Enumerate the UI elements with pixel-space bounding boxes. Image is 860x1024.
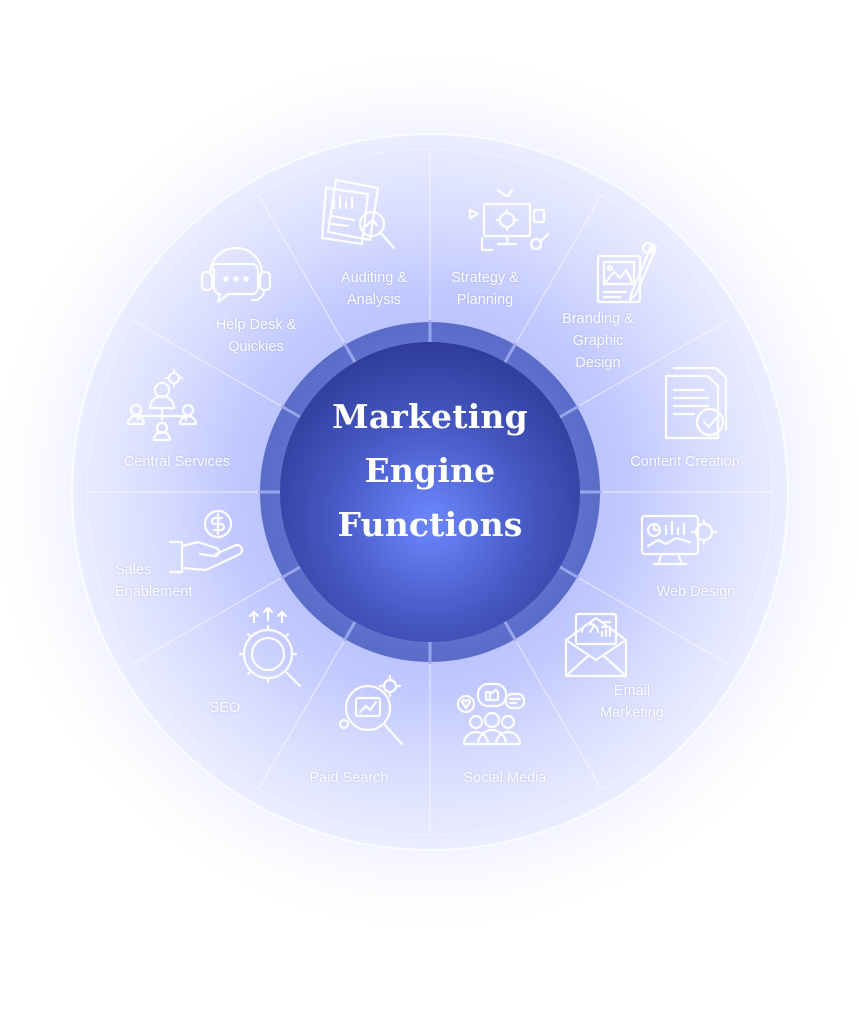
segment-divider	[575, 319, 728, 409]
report-analysis-icon	[320, 178, 396, 250]
segment-label-seo: SEO	[209, 700, 241, 716]
central-network-icon	[126, 368, 198, 442]
ring-gap	[502, 619, 518, 642]
ring-gap	[342, 619, 358, 642]
segment-label-central-services: Central Services	[123, 454, 231, 470]
ring-gap	[502, 342, 518, 365]
seo-gear-icon	[238, 606, 302, 688]
segment-dividers	[87, 149, 773, 835]
segment-label-paid-search: Paid Search	[309, 770, 389, 786]
social-media-icon	[456, 682, 526, 746]
segment-label-email-marketing: Email Marketing	[600, 683, 664, 721]
center-title: Marketing Engine Functions	[332, 397, 528, 544]
paid-search-icon	[338, 674, 404, 746]
segment-label-auditing-analysis: Auditing & Analysis	[340, 270, 408, 308]
hub-circle	[280, 342, 580, 642]
segment-divider	[132, 319, 285, 409]
content-document-icon	[664, 366, 728, 440]
segment-label-content-creation: Content Creation	[630, 454, 740, 470]
segment-divider	[257, 637, 347, 790]
segment-divider	[575, 575, 728, 665]
segment-divider	[257, 194, 347, 347]
sales-hand-coin-icon	[168, 509, 244, 574]
segment-label-web-design: Web Design	[656, 584, 736, 600]
segment-divider	[513, 637, 603, 790]
ring-gap	[342, 342, 358, 365]
segment-label-help-desk-quickies: Help Desk & Quickies	[215, 317, 297, 355]
segment-label-sales-enablement: Sales Enablement	[115, 562, 193, 600]
segment-divider	[513, 194, 603, 347]
ring-gap	[557, 564, 580, 580]
ring-gap	[557, 404, 580, 420]
segment-divider	[132, 575, 285, 665]
web-design-icon	[640, 514, 718, 566]
ring-gap	[280, 564, 303, 580]
help-desk-chat-icon	[200, 246, 272, 304]
email-marketing-icon	[564, 612, 628, 678]
strategy-planning-icon	[468, 188, 550, 252]
segment-label-social-media: Social Media	[463, 770, 547, 786]
graphic-design-icon	[596, 241, 658, 304]
ring-gaps	[258, 320, 602, 664]
segment-label-strategy-planning: Strategy & Planning	[451, 270, 519, 308]
ring-gap	[280, 404, 303, 420]
segment-label-branding-graphic-design: Branding & Graphic Design	[562, 311, 634, 371]
